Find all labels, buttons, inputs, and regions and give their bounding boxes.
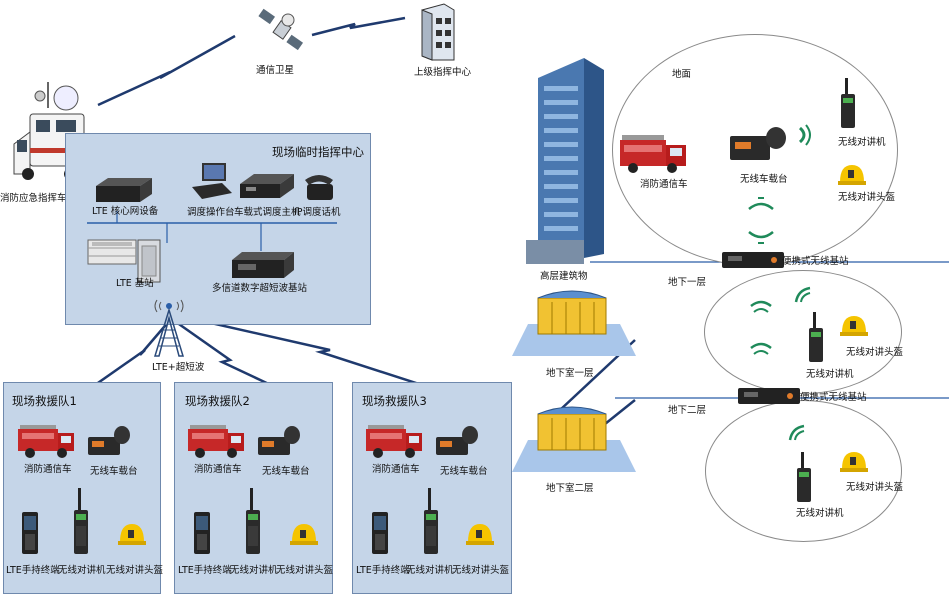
walkie-talkie-icon: [797, 452, 811, 502]
upper-center-label: 上级指挥中心: [414, 67, 472, 78]
lte-core-icon: [96, 178, 152, 202]
walkie-label: 无线对讲机: [230, 565, 278, 576]
helmet-icon: [838, 165, 866, 185]
helmet-icon: [466, 524, 494, 545]
highrise-label: 高层建筑物: [540, 271, 588, 282]
team-title: 现场救援队2: [185, 394, 250, 408]
wireless-signal-icon: [794, 286, 811, 303]
ground-floor-title: 地面: [672, 69, 692, 80]
multichannel-base-icon: [232, 252, 294, 278]
team-panel-3: [352, 382, 512, 594]
portable-base-station-icon: [722, 252, 784, 268]
lte-handheld-label: LTE手持终端: [178, 565, 232, 576]
tower-label: LTE+超短波: [152, 362, 205, 373]
dispatch-console-icon: [192, 163, 232, 199]
fire-truck-label: 消防通信车: [640, 179, 688, 190]
wireless-signal-icon: [750, 300, 772, 313]
satellite-label: 通信卫星: [256, 65, 295, 76]
walkie-label: 无线对讲机: [796, 508, 844, 519]
b2-floor-title: 地下二层: [668, 405, 707, 416]
upper-center-group: 上级指挥中心: [408, 0, 478, 82]
team-panel-1: [3, 382, 161, 594]
ip-phone-label: IP调度话机: [294, 207, 341, 218]
wireless-signal-icon: [748, 197, 774, 210]
walkie-talkie-icon: [424, 488, 438, 554]
walkie-talkie-icon: [74, 488, 88, 554]
vehicle-radio-icon: [258, 426, 300, 455]
wireless-signal-icon: [798, 124, 811, 146]
basement1-icon: [512, 290, 636, 356]
command-center-bus: [87, 211, 337, 251]
walkie-talkie-icon: [841, 78, 855, 128]
fire-truck-icon: [620, 135, 686, 173]
multichannel-base-label: 多信道数字超短波基站: [212, 283, 308, 294]
relay-label: 便携式无线基站: [782, 256, 849, 267]
command-vehicle-group: 消防应急指挥车: [0, 78, 92, 208]
lte-handheld-icon: [22, 512, 38, 554]
vehicle-radio-icon: [436, 426, 478, 455]
fire-truck-icon: [188, 425, 244, 458]
server-tower-icon: [421, 3, 455, 61]
team-panel-2: [174, 382, 333, 594]
vehicle-radio-label: 无线车载台: [440, 466, 488, 477]
relay-label: 便携式无线基站: [800, 392, 867, 403]
wireless-signal-icon: [788, 424, 805, 441]
vehicle-radio-icon: [730, 127, 786, 160]
ip-phone-icon: [305, 175, 333, 200]
lte-handheld-icon: [372, 512, 388, 554]
helmet-icon: [840, 452, 868, 472]
helmet-label: 无线对讲头盔: [838, 192, 896, 203]
lte-handheld-label: LTE手持终端: [6, 565, 60, 576]
portable-base-station-icon: [738, 388, 800, 404]
vehicle-dispatch-host-icon: [240, 174, 294, 198]
antenna-tower-icon: [153, 299, 185, 357]
vehicle-radio-label: 无线车载台: [740, 174, 788, 185]
command-vehicle-icon: [13, 82, 85, 180]
vehicle-dispatch-host-label: 车载式调度主机: [234, 207, 301, 218]
command-vehicle-label: 消防应急指挥车: [0, 193, 67, 204]
basement2-label: 地下室二层: [546, 483, 594, 494]
fire-truck-label: 消防通信车: [194, 464, 242, 475]
walkie-label: 无线对讲机: [838, 137, 886, 148]
walkie-talkie-icon: [246, 488, 260, 554]
helmet-icon: [118, 524, 146, 545]
lte-base-label: LTE 基站: [116, 278, 154, 289]
team-title: 现场救援队1: [12, 394, 77, 408]
fire-truck-icon: [366, 425, 422, 458]
lte-handheld-label: LTE手持终端: [356, 565, 410, 576]
lte-base-cabinet-icon: [137, 239, 161, 283]
helmet-label: 无线对讲头盔: [276, 565, 334, 576]
fire-truck-label: 消防通信车: [24, 464, 72, 475]
lte-handheld-icon: [194, 512, 210, 554]
helmet-label: 无线对讲头盔: [846, 347, 904, 358]
helmet-label: 无线对讲头盔: [846, 482, 904, 493]
basement1-label: 地下室一层: [546, 368, 594, 379]
satellite-icon: [258, 8, 304, 51]
helmet-icon: [840, 316, 868, 336]
wireless-signal-icon: [750, 342, 772, 355]
lte-base-rack-icon: [87, 239, 137, 265]
walkie-label: 无线对讲机: [806, 369, 854, 380]
satellite-group: 通信卫星: [252, 8, 312, 80]
walkie-label: 无线对讲机: [58, 565, 106, 576]
wireless-signal-icon: [748, 231, 774, 244]
vehicle-radio-label: 无线车载台: [90, 466, 138, 477]
fire-truck-icon: [18, 425, 74, 458]
vehicle-radio-label: 无线车载台: [262, 466, 310, 477]
walkie-label: 无线对讲机: [406, 565, 454, 576]
command-center-title: 现场临时指挥中心: [272, 145, 364, 159]
vehicle-radio-icon: [88, 426, 130, 455]
helmet-label: 无线对讲头盔: [452, 565, 510, 576]
dispatch-console-label: 调度操作台: [187, 207, 235, 218]
fire-truck-label: 消防通信车: [372, 464, 420, 475]
highrise-building-icon: [526, 58, 604, 264]
b1-floor-title: 地下一层: [668, 277, 707, 288]
team-title: 现场救援队3: [362, 394, 427, 408]
helmet-icon: [290, 524, 318, 545]
basement2-icon: [512, 406, 636, 472]
helmet-label: 无线对讲头盔: [106, 565, 164, 576]
walkie-talkie-icon: [809, 312, 823, 362]
lte-core-label: LTE 核心网设备: [92, 206, 159, 217]
